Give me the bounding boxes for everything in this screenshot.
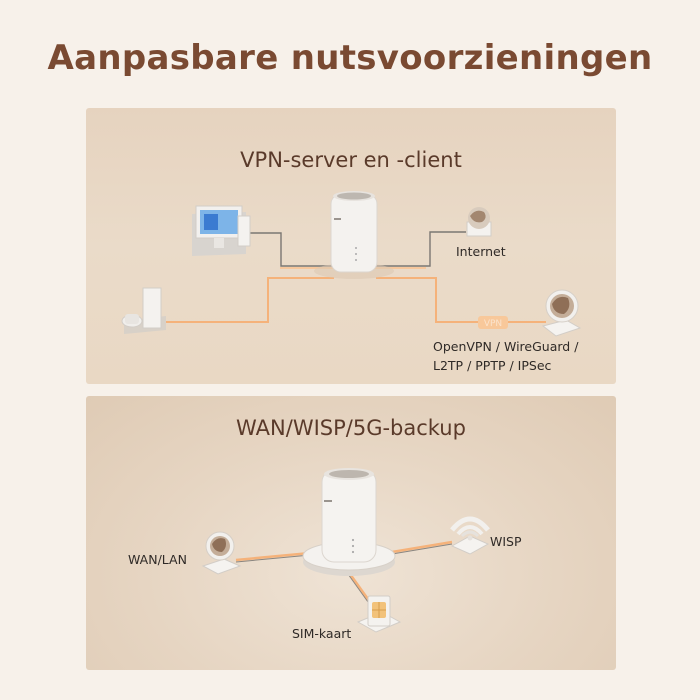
vpn-badge-icon: VPN	[478, 316, 508, 329]
sim-card-icon	[356, 595, 402, 633]
vpn-diagram: VPN	[121, 191, 582, 337]
globe-icon	[466, 207, 492, 237]
wan-diagram	[201, 468, 490, 633]
wan-panel: WAN/WISP/5G-backup	[86, 396, 616, 670]
vpn-panel-title: VPN-server en -client	[240, 148, 462, 172]
wan-panel-title: WAN/WISP/5G-backup	[236, 416, 466, 440]
vpn-protocols-line1: OpenVPN / WireGuard /	[433, 339, 579, 354]
wifi-icon	[450, 516, 490, 555]
svg-text:VPN: VPN	[484, 319, 502, 329]
wisp-label: WISP	[490, 534, 522, 549]
globe-icon	[201, 531, 242, 575]
router-icon	[314, 191, 394, 279]
router-icon	[321, 468, 377, 563]
mini-pc-icon	[121, 287, 166, 334]
page-title: Aanpasbare nutsvoorzieningen	[47, 38, 653, 78]
vpn-panel: VPN-server en -client	[86, 108, 616, 384]
wan-lan-label: WAN/LAN	[128, 552, 187, 567]
vpn-protocols-line2: L2TP / PPTP / IPSec	[433, 358, 552, 373]
computer-monitor-icon	[192, 205, 251, 256]
sim-card-label: SIM-kaart	[292, 626, 352, 641]
globe-icon	[541, 289, 582, 337]
internet-label: Internet	[456, 244, 506, 259]
